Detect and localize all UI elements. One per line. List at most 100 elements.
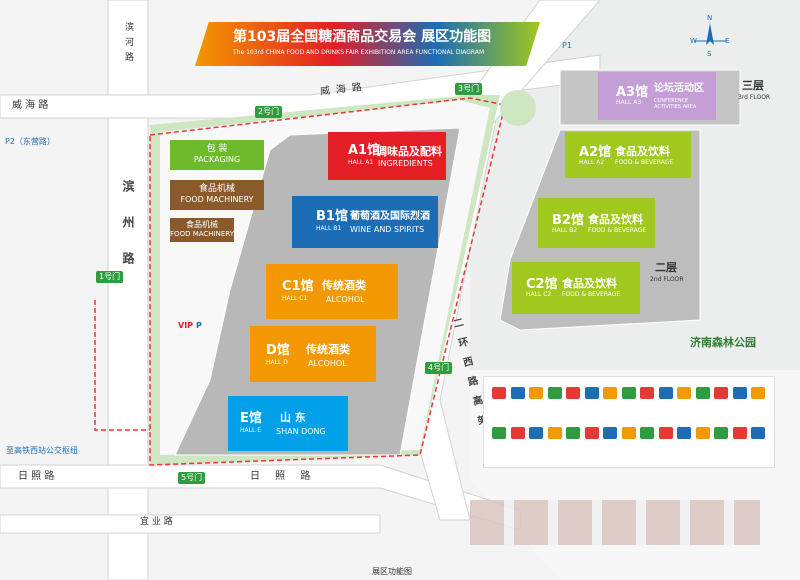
floor-third-en: 3rd FLOOR	[738, 94, 771, 101]
media-icon	[566, 427, 580, 439]
hall-b2-en: FOOD & BEVERAGE	[588, 227, 647, 234]
parking-p1: P1	[562, 41, 572, 50]
zone-machinery-1-zh: 食品机械	[198, 184, 235, 194]
security-icon	[584, 427, 599, 439]
legend-panel	[483, 376, 775, 468]
baby-icon	[547, 387, 562, 399]
zone-packaging-zh: 包 装	[206, 144, 228, 154]
luggage-icon	[621, 387, 636, 399]
elevator-icon	[677, 387, 691, 399]
hall-e[interactable]: E馆 HALL E 山 东 SHAN DONG	[228, 396, 348, 451]
hall-e-code: E馆	[240, 411, 262, 426]
hall-e-zh: 山 东	[280, 411, 306, 424]
hall-b1[interactable]: B1馆 HALL B1 葡萄酒及国际烈酒 WINE AND SPIRITS	[292, 196, 438, 248]
no-smoking-icon	[658, 427, 673, 439]
registration-icon	[510, 427, 525, 439]
title-banner: 第103届全国糖酒商品交易会 展区功能图 The 103rd CHINA FOO…	[195, 22, 540, 66]
hall-d-zh: 传统酒类	[306, 343, 350, 356]
hall-c1-sub: HALL C1	[282, 295, 308, 302]
hall-a1-zh: 调味品及配料	[376, 145, 442, 158]
compass: N W E S	[690, 15, 730, 60]
hall-b2-zh: 食品及饮料	[588, 213, 643, 226]
lost-found-icon	[695, 427, 710, 439]
hall-a2-zh: 食品及饮料	[615, 145, 670, 158]
blurred-block	[470, 500, 760, 545]
bus-icon	[640, 387, 654, 399]
hall-c2-zh: 食品及饮料	[562, 277, 617, 290]
hall-d-sub: HALL D	[266, 359, 288, 366]
drink-icon	[621, 427, 636, 439]
ticket-icon	[492, 427, 506, 439]
hall-d[interactable]: D馆 HALL D 传统酒类 ALCOHOL	[250, 326, 376, 382]
zone-machinery-2: 食品机械 FOOD MACHINERY	[170, 218, 234, 242]
hall-c2[interactable]: C2馆 HALL C2 食品及饮料 FOOD & BEVERAGE	[512, 262, 640, 314]
hall-a2-en: FOOD & BEVERAGE	[615, 159, 674, 166]
hall-c2-sub: HALL C2	[526, 291, 552, 298]
hall-b1-sub: HALL B1	[316, 225, 342, 232]
hall-a2-code: A2馆	[579, 145, 612, 160]
taxi-icon	[640, 427, 654, 439]
hall-a1-en: INGREDIENTS	[378, 159, 433, 168]
compass-icon	[694, 23, 726, 45]
hall-b1-zh: 葡萄酒及国际烈酒	[350, 211, 430, 222]
green-exit-icon	[751, 427, 765, 439]
road-binzhou: 滨州路	[121, 180, 135, 288]
parking-p2: P2（东营路）	[5, 137, 55, 146]
footer-label: 展区功能图	[372, 567, 412, 576]
floor-second-en: 2nd FLOOR	[650, 276, 684, 283]
title-en: The 103rd CHINA FOOD AND DRINKS FAIR EXH…	[233, 49, 485, 56]
hall-b1-code: B1馆	[316, 209, 348, 224]
gate-5: 5号门	[178, 472, 206, 484]
exit-icon	[732, 387, 747, 399]
vip-icon	[603, 427, 617, 439]
hall-a1[interactable]: A1馆 HALL A1 调味品及配料 INGREDIENTS	[328, 132, 446, 180]
compass-w: W	[690, 37, 697, 45]
compass-n: N	[707, 14, 713, 22]
accessible-icon	[510, 387, 525, 399]
zone-packaging-en: PACKAGING	[193, 154, 241, 164]
hall-e-en: SHAN DONG	[276, 427, 326, 436]
hall-b1-en: WINE AND SPIRITS	[350, 225, 425, 234]
park-label: 济南森林公园	[690, 336, 756, 349]
road-network	[0, 0, 601, 580]
fire-icon	[714, 387, 728, 399]
police-icon	[677, 427, 691, 439]
hall-a3[interactable]: A3馆 HALL A3 论坛活动区 CONFERENCE ACTIVITIES …	[598, 72, 716, 120]
hall-a3-zh: 论坛活动区	[654, 83, 704, 94]
floor-second-zh: 二层	[655, 261, 677, 274]
legend-grid	[484, 377, 774, 467]
zone-machinery-2-en: FOOD MACHINERY	[170, 229, 234, 238]
zone-machinery-1-en: FOOD MACHINERY	[180, 194, 254, 204]
gate-3: 3号门	[455, 83, 483, 95]
gate-4: 4号门	[425, 362, 453, 374]
title-zh: 第103届全国糖酒商品交易会 展区功能图	[233, 29, 492, 45]
parking-vip: VIP	[178, 321, 194, 330]
charging-icon	[732, 427, 747, 439]
hall-a3-code: A3馆	[616, 85, 649, 100]
hall-a2[interactable]: A2馆 HALL A2 食品及饮料 FOOD & BEVERAGE	[565, 132, 691, 178]
hall-c1[interactable]: C1馆 HALL C1 传统酒类 ALCOHOL	[266, 264, 398, 319]
zone-machinery-1: 食品机械 FOOD MACHINERY	[170, 180, 264, 210]
hall-b2-sub: HALL B2	[552, 227, 578, 234]
road-binhe: 滨河路	[123, 22, 133, 67]
hall-b2[interactable]: B2馆 HALL B2 食品及饮料 FOOD & BEVERAGE	[538, 198, 655, 248]
info-icon	[529, 387, 543, 399]
escalator-icon	[695, 387, 710, 399]
hall-a3-en: CONFERENCE ACTIVITIES AREA	[654, 98, 697, 110]
bus-label: 至高铁西站公交枢纽	[6, 446, 78, 455]
hall-c2-code: C2馆	[526, 277, 558, 292]
gate-2: 2号门	[255, 106, 283, 118]
compass-s: S	[707, 50, 712, 58]
road-rizhao-left: 日 照 路	[18, 471, 55, 482]
hall-c1-zh: 传统酒类	[322, 279, 366, 292]
parking-icon	[658, 387, 673, 399]
stairs-icon	[751, 387, 765, 399]
hall-a2-sub: HALL A2	[579, 159, 605, 166]
compass-e: E	[725, 37, 730, 45]
parking-p: P	[196, 321, 202, 330]
zone-machinery-2-zh: 食品机械	[186, 220, 218, 229]
hall-b2-code: B2馆	[552, 213, 584, 228]
hall-d-code: D馆	[266, 343, 290, 358]
hall-a1-code: A1馆	[348, 143, 381, 158]
